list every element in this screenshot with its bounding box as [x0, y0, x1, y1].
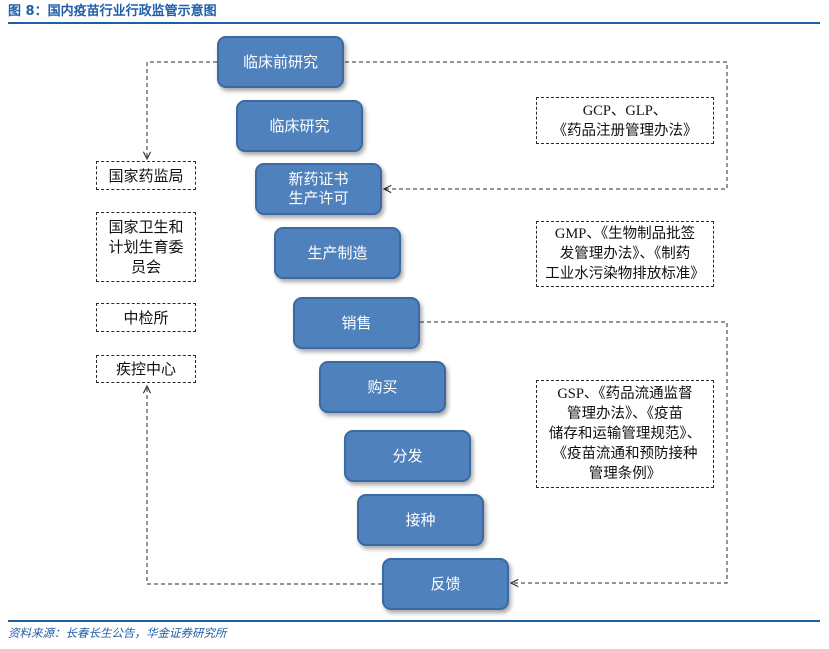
regulator-nhfpc: 国家卫生和 计划生育委 员会: [96, 212, 196, 282]
regulation-text: 工业水污染物排放标准》: [545, 266, 705, 282]
regulator-label: 员会: [130, 258, 161, 276]
stage-label: 临床前研究: [242, 52, 318, 71]
regulator-cdc: 疾控中心: [96, 355, 196, 383]
regulation-text: GCP、GLP、: [582, 102, 668, 119]
regulations-registration: GCP、GLP、 《药品注册管理办法》: [536, 97, 714, 144]
stage-label: 购买: [367, 377, 398, 396]
stage-manufacturing: 生产制造: [274, 227, 401, 279]
source-rule: [8, 620, 820, 622]
connector-feedback-to-cdc: [147, 386, 382, 585]
connector-preclinical-to-license: [345, 61, 728, 189]
stage-label: 新药证书: [288, 170, 349, 188]
regulator-label: 国家卫生和: [108, 218, 184, 236]
stage-distribution: 分发: [344, 430, 471, 482]
regulation-text: 储存和运输管理规范》、: [548, 426, 702, 442]
regulation-text: GSP、《药品流通监督: [557, 386, 693, 402]
stage-label: 生产制造: [307, 243, 368, 262]
stage-sales: 销售: [293, 297, 420, 349]
stage-clinical-research: 临床研究: [236, 100, 363, 152]
stage-preclinical-research: 临床前研究: [217, 36, 344, 88]
regulator-label: 国家药监局: [108, 166, 184, 185]
stage-label: 销售: [341, 313, 372, 332]
connector-preclinical-to-regulator: [147, 61, 217, 159]
connector-sales-to-feedback: [420, 321, 728, 583]
regulation-text: GMP、《生物制品批签: [554, 226, 696, 242]
regulation-text: 发管理办法》、《制药: [559, 246, 691, 262]
stage-drug-certificate-production-license: 新药证书 生产许可: [255, 163, 382, 215]
regulations-manufacturing: GMP、《生物制品批签 发管理办法》、《制药 工业水污染物排放标准》: [536, 221, 714, 287]
regulator-label: 计划生育委: [108, 238, 184, 256]
stage-label: 临床研究: [269, 116, 330, 135]
stage-feedback: 反馈: [382, 558, 509, 610]
regulator-nicpbp: 中检所: [96, 303, 196, 332]
stage-vaccination: 接种: [357, 494, 484, 546]
regulator-label: 中检所: [123, 308, 169, 327]
regulation-text: 《疫苗流通和预防接种: [552, 446, 698, 462]
regulation-text: 《药品注册管理办法》: [552, 122, 698, 139]
stage-label: 分发: [392, 446, 423, 465]
stage-label: 生产许可: [288, 189, 349, 207]
regulation-text: 管理条例》: [588, 466, 662, 482]
stage-label: 反馈: [430, 574, 461, 593]
regulation-text: 管理办法》、《疫苗: [567, 406, 683, 422]
regulations-circulation: GSP、《药品流通监督 管理办法》、《疫苗 储存和运输管理规范》、 《疫苗流通和…: [536, 380, 714, 488]
figure-title: 图 8：国内疫苗行业行政监管示意图: [8, 4, 217, 19]
title-rule: [8, 22, 820, 24]
regulator-nmpa: 国家药监局: [96, 161, 196, 190]
regulator-label: 疾控中心: [115, 360, 176, 378]
stage-label: 接种: [405, 510, 436, 529]
stage-purchase: 购买: [319, 361, 446, 413]
source-note: 资料来源：长春长生公告，华金证券研究所: [8, 626, 227, 640]
